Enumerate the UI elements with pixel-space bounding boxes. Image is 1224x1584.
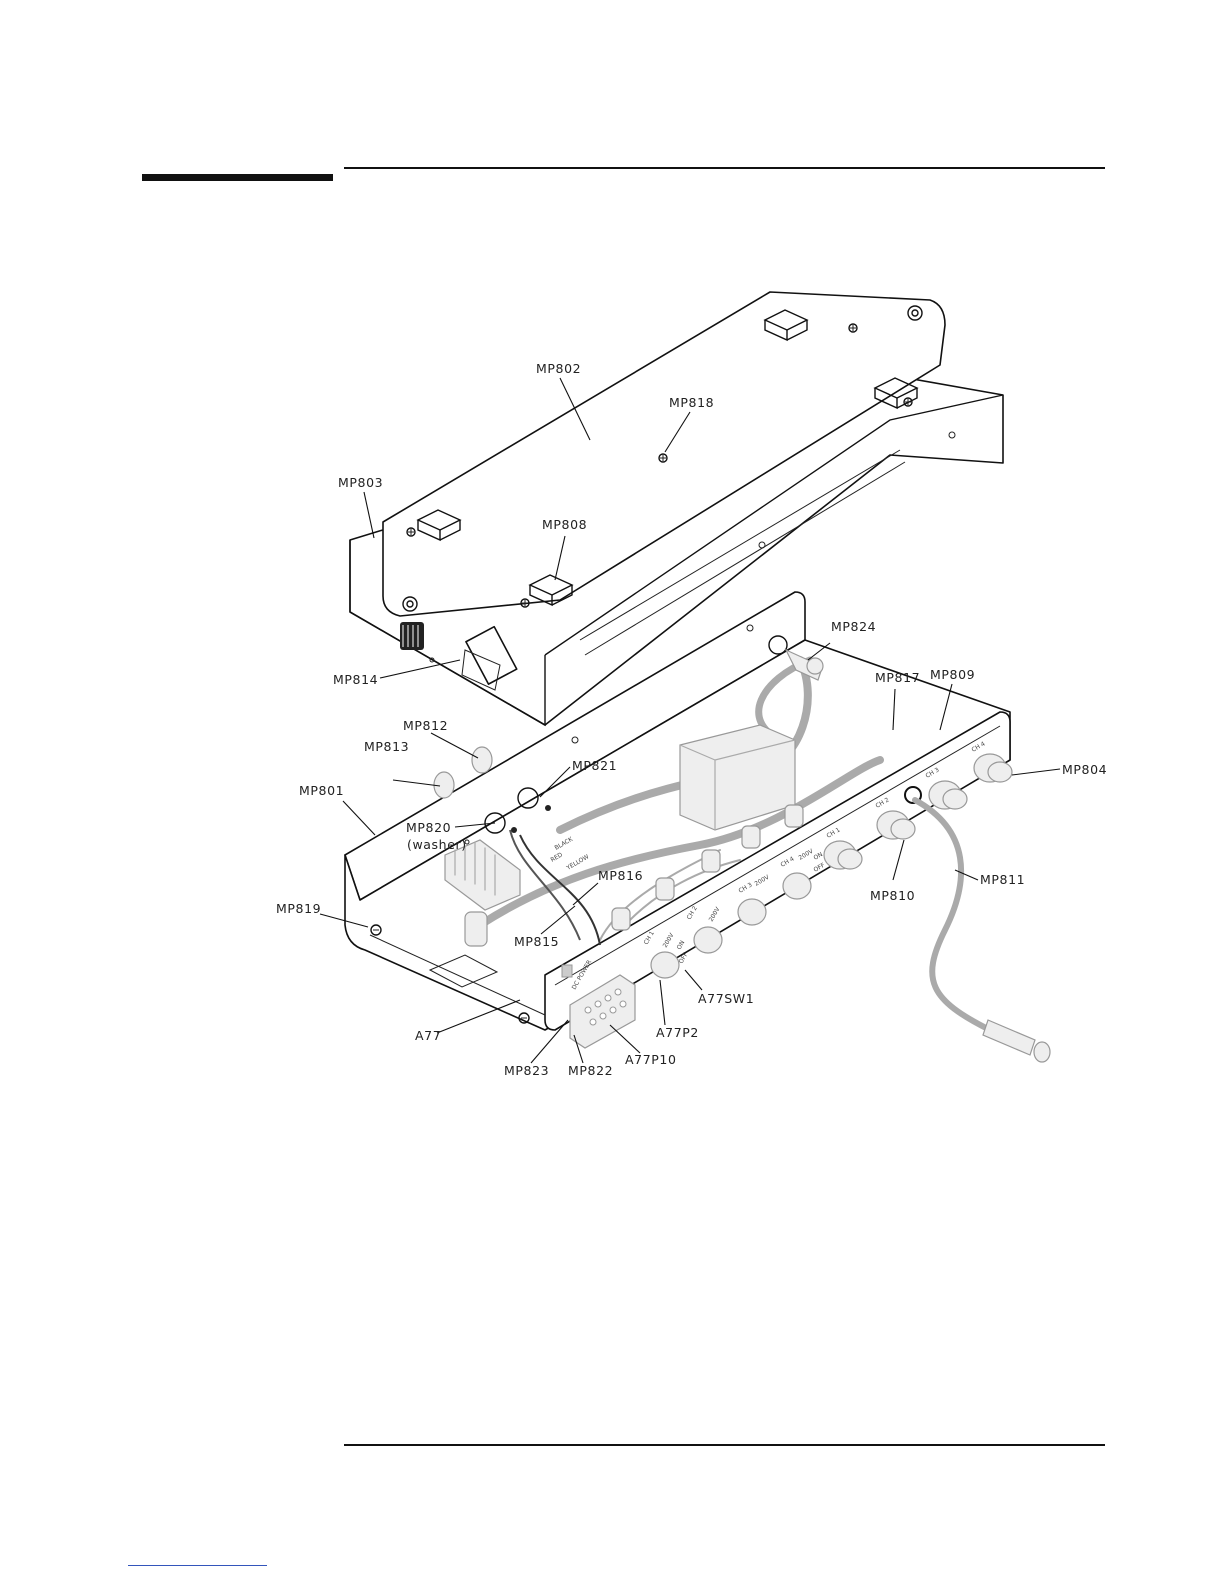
label-mp818: MP818 — [669, 395, 714, 410]
label-mp822: MP822 — [568, 1063, 613, 1078]
label-mp804: MP804 — [1062, 762, 1107, 777]
label-mp808: MP808 — [542, 517, 587, 532]
label-mp802: MP802 — [536, 361, 581, 376]
label-a77p10: A77P10 — [625, 1052, 677, 1067]
label-washer: (washer) — [407, 837, 467, 852]
label-a77sw1: A77SW1 — [698, 991, 754, 1006]
probe-cable-mp811 — [915, 800, 1050, 1062]
label-mp817: MP817 — [875, 670, 920, 685]
label-mp816: MP816 — [598, 868, 643, 883]
label-mp809: MP809 — [930, 667, 975, 682]
label-mp821: MP821 — [572, 758, 617, 773]
label-mp811: MP811 — [980, 872, 1025, 887]
label-mp813: MP813 — [364, 739, 409, 754]
label-mp814: MP814 — [333, 672, 378, 687]
label-mp801: MP801 — [299, 783, 344, 798]
label-a77: A77 — [415, 1028, 441, 1043]
label-mp819: MP819 — [276, 901, 321, 916]
label-mp810: MP810 — [870, 888, 915, 903]
knob-mp814 — [400, 622, 424, 650]
label-mp823: MP823 — [504, 1063, 549, 1078]
label-mp824: MP824 — [831, 619, 876, 634]
label-mp812: MP812 — [403, 718, 448, 733]
label-a77p2: A77P2 — [656, 1025, 699, 1040]
label-mp803: MP803 — [338, 475, 383, 490]
label-mp815: MP815 — [514, 934, 559, 949]
label-mp820: MP820 — [406, 820, 451, 835]
